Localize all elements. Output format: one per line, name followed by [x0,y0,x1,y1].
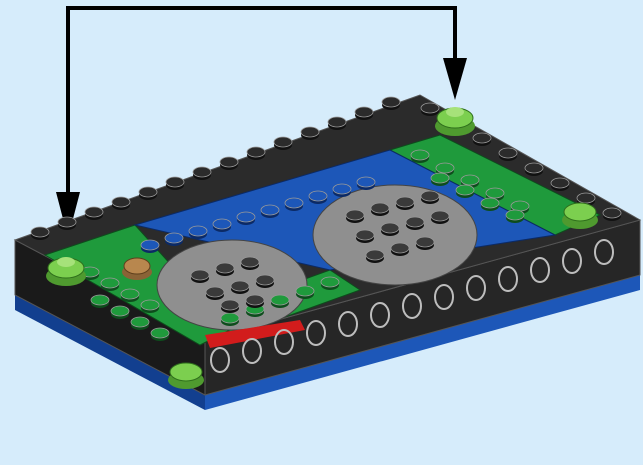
stud [382,97,400,110]
stud [221,300,239,313]
stud [551,178,569,191]
stud [411,150,429,163]
stud [473,133,491,146]
right-arrowhead-icon [443,58,467,100]
stud [166,177,184,190]
stud [111,306,129,319]
stud [58,217,76,230]
stud [165,233,183,246]
tan-axle-pin-icon [122,258,152,280]
stud [285,198,303,211]
stud [391,243,409,256]
stud [456,185,474,198]
stud [274,137,292,150]
stud [603,208,621,221]
stud [246,295,264,308]
stud [366,250,384,263]
stud [396,197,414,210]
stud [141,300,159,313]
stud [356,230,374,243]
stud [406,217,424,230]
stud [301,127,319,140]
stud [328,117,346,130]
stud [139,187,157,200]
stud [193,167,211,180]
stud [231,281,249,294]
stud [85,207,103,220]
stud [506,210,524,223]
stud [355,107,373,120]
stud [191,270,209,283]
lime-friction-pin-icon-front [168,363,204,389]
stud [481,198,499,211]
stud [296,286,314,299]
stud [220,157,238,170]
stud [141,240,159,253]
stud [499,148,517,161]
stud [101,278,119,291]
stud [416,237,434,250]
stud [91,295,109,308]
stud [31,227,49,240]
stud [421,103,439,116]
lime-friction-pin-icon-right [435,107,475,136]
stud [371,203,389,216]
lime-friction-pin-icon-side [562,203,598,229]
stud [247,147,265,160]
stud [237,212,255,225]
stud [271,295,289,308]
stud [216,263,234,276]
stud [333,184,351,197]
stud [131,317,149,330]
stud [256,275,274,288]
stud [346,210,364,223]
stud [261,205,279,218]
stud [206,287,224,300]
stud [189,226,207,239]
stud [525,163,543,176]
stud [241,257,259,270]
stud [112,197,130,210]
stud [121,289,139,302]
stud [309,191,327,204]
stud [357,177,375,190]
lime-friction-pin-icon-left [46,257,86,286]
stud [151,328,169,341]
stud [431,173,449,186]
stud [213,219,231,232]
stud [421,191,439,204]
stud [321,277,339,290]
stud [221,313,239,326]
stud [381,223,399,236]
stud [431,211,449,224]
